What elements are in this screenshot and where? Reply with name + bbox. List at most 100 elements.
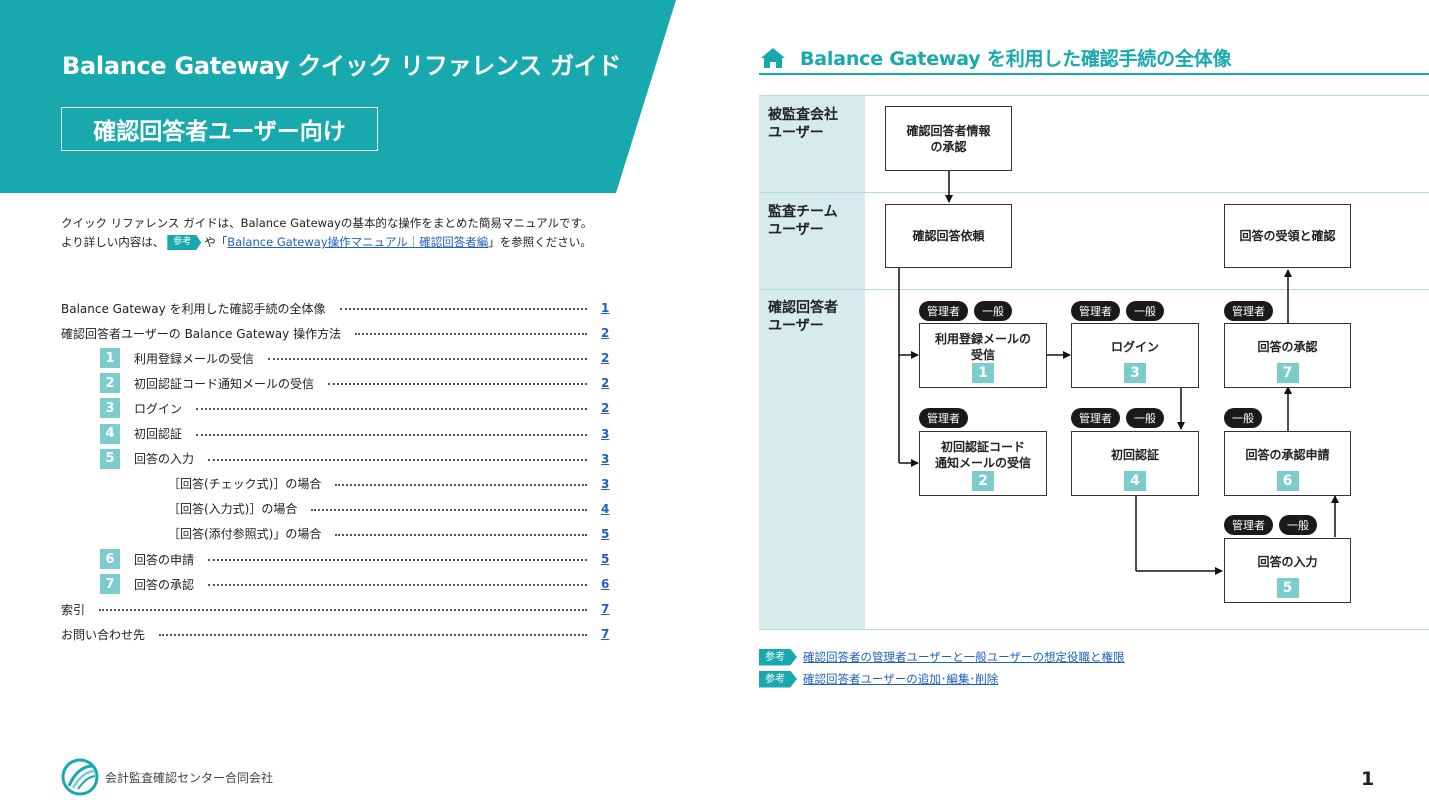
toc-leader-dots [196, 433, 587, 436]
toc-leader-dots [159, 634, 587, 637]
guide-title: Balance Gateway クイック リファレンス ガイド [62, 52, 622, 80]
toc-entry[interactable]: ［回答(入力式)］の場合 4 [61, 499, 609, 519]
toc-step-number: 2 [100, 373, 120, 394]
reference-row: 参考 確認回答者の管理者ユーザーと一般ユーザーの想定役職と権限 [759, 646, 1125, 668]
toc-label: 初回認証 [134, 427, 183, 441]
role-badge-admin: 管理者 [1224, 301, 1273, 321]
toc-leader-dots [208, 559, 587, 561]
toc-label: 確認回答者ユーザーの Balance Gateway 操作方法 [61, 326, 342, 341]
toc-label: ［回答(添付参照式)」の場合 [168, 527, 322, 542]
overview-title: Balance Gateway を利用した確認手続の全体像 [800, 48, 1232, 70]
intro-line-1: クイック リファレンス ガイドは、Balance Gatewayの基本的な操作を… [61, 216, 593, 230]
toc-leader-dots [335, 483, 587, 486]
toc-leader-dots [268, 358, 587, 361]
toc-leader-dots [311, 508, 587, 511]
process-step-number: 4 [1124, 471, 1146, 491]
toc-step-number: 3 [100, 398, 120, 419]
reference-link-roles[interactable]: 確認回答者の管理者ユーザーと一般ユーザーの想定役職と権限 [803, 650, 1125, 664]
overview-header: Balance Gateway を利用した確認手続の全体像 [760, 44, 1232, 71]
toc-entry[interactable]: 5 回答の入力 3 [61, 448, 610, 469]
toc-step-number: 1 [100, 348, 120, 369]
reference-tag: 参考 [167, 235, 202, 250]
role-badge-general: 一般 [1224, 408, 1262, 428]
toc-page-link[interactable]: 5 [601, 552, 610, 566]
role-badge-admin: 管理者 [1071, 408, 1120, 428]
toc-page-link[interactable]: 3 [601, 426, 610, 441]
toc-label: ［回答(入力式)］の場合 [168, 502, 298, 517]
toc-entry[interactable]: 索引 7 [61, 599, 609, 619]
process-step-label: 確認回答依頼 [912, 229, 985, 243]
process-step-label: 利用登録メールの 受信 [934, 331, 1031, 362]
toc-page-link[interactable]: 1 [601, 301, 610, 315]
lane-audit-team: 監査チーム ユーザー [768, 204, 838, 238]
toc-page-link[interactable]: 6 [601, 577, 610, 592]
process-step-label: 確認回答者情報 の承認 [906, 123, 991, 154]
toc-step-number: 6 [100, 549, 120, 569]
toc-leader-dots [99, 609, 587, 612]
toc-page-link[interactable]: 2 [601, 351, 610, 366]
reference-tag: 参考 [759, 670, 797, 688]
company-logo-icon [61, 758, 99, 796]
toc-label: 索引 [61, 602, 86, 617]
toc-entry[interactable]: 4 初回認証 3 [61, 423, 610, 444]
toc-leader-dots [328, 383, 587, 386]
title-rule [759, 73, 1429, 75]
toc-page-link[interactable]: 2 [601, 326, 610, 341]
toc-entry[interactable]: 確認回答者ユーザーの Balance Gateway 操作方法 2 [61, 323, 609, 343]
toc-leader-dots [208, 584, 587, 587]
role-badge-admin: 管理者 [919, 301, 968, 321]
intro-suffix: 」を参照ください。 [488, 235, 592, 249]
role-badge-general: 一般 [974, 301, 1012, 321]
process-step-number: 3 [1124, 363, 1146, 383]
toc-page-link[interactable]: 2 [601, 376, 610, 391]
company-name: 会計監査確認センター合同会社 [105, 770, 274, 785]
toc-page-link[interactable]: 3 [601, 451, 610, 466]
toc-leader-dots [355, 333, 587, 336]
toc-label: 回答の申請 [134, 552, 195, 567]
reference-link-user-management[interactable]: 確認回答者ユーザーの追加･編集･削除 [803, 672, 999, 686]
toc-entry[interactable]: 6 回答の申請 5 [61, 549, 609, 569]
process-step-receive: 回答の受領と確認 [1224, 204, 1351, 268]
toc-page-link[interactable]: 7 [601, 627, 610, 642]
toc-entry[interactable]: 3 ログイン 2 [61, 398, 610, 419]
process-step-login: ログイン 3 [1071, 323, 1199, 388]
page-number: 1 [1361, 768, 1375, 790]
toc-leader-dots [196, 408, 587, 411]
role-badge-general: 一般 [1279, 515, 1317, 535]
toc-entry[interactable]: ［回答(添付参照式)」の場合 5 [61, 524, 609, 544]
toc-page-link[interactable]: 3 [601, 476, 610, 491]
process-step-label: ログイン [1110, 339, 1159, 354]
process-step-label: 初回認証コード 通知メールの受信 [934, 439, 1031, 470]
role-badge-general: 一般 [1126, 301, 1164, 321]
lane-divider [759, 629, 1429, 630]
toc-entry[interactable]: 2 初回認証コード通知メールの受信 2 [61, 373, 610, 394]
process-step-label: 初回認証 [1110, 447, 1159, 462]
flow-connectors [898, 171, 1339, 575]
toc-label: ログイン [134, 401, 183, 416]
toc-step-number: 4 [100, 423, 120, 444]
toc-page-link[interactable]: 7 [601, 602, 610, 617]
toc-page-link[interactable]: 2 [601, 401, 610, 416]
toc-label: ［回答(チェック式)］の場合 [168, 477, 322, 492]
process-step-label: 回答の入力 [1257, 554, 1318, 569]
process-step-number: 2 [972, 471, 994, 491]
toc-leader-dots [335, 533, 587, 536]
process-step-request: 確認回答依頼 [885, 204, 1012, 268]
process-step-number: 1 [972, 363, 994, 383]
toc-page-link[interactable]: 4 [601, 501, 610, 516]
process-step-number: 7 [1276, 363, 1299, 383]
toc-step-number: 5 [100, 448, 120, 469]
toc-page-link[interactable]: 5 [601, 526, 610, 541]
manual-link[interactable]: Balance Gateway操作マニュアル｜確認回答者編 [227, 235, 489, 249]
toc-entry[interactable]: ［回答(チェック式)］の場合 3 [61, 474, 609, 494]
process-step-label: 回答の受領と確認 [1239, 229, 1336, 243]
toc-label: 初回認証コード通知メールの受信 [134, 376, 315, 391]
toc-label: 回答の入力 [134, 452, 195, 467]
